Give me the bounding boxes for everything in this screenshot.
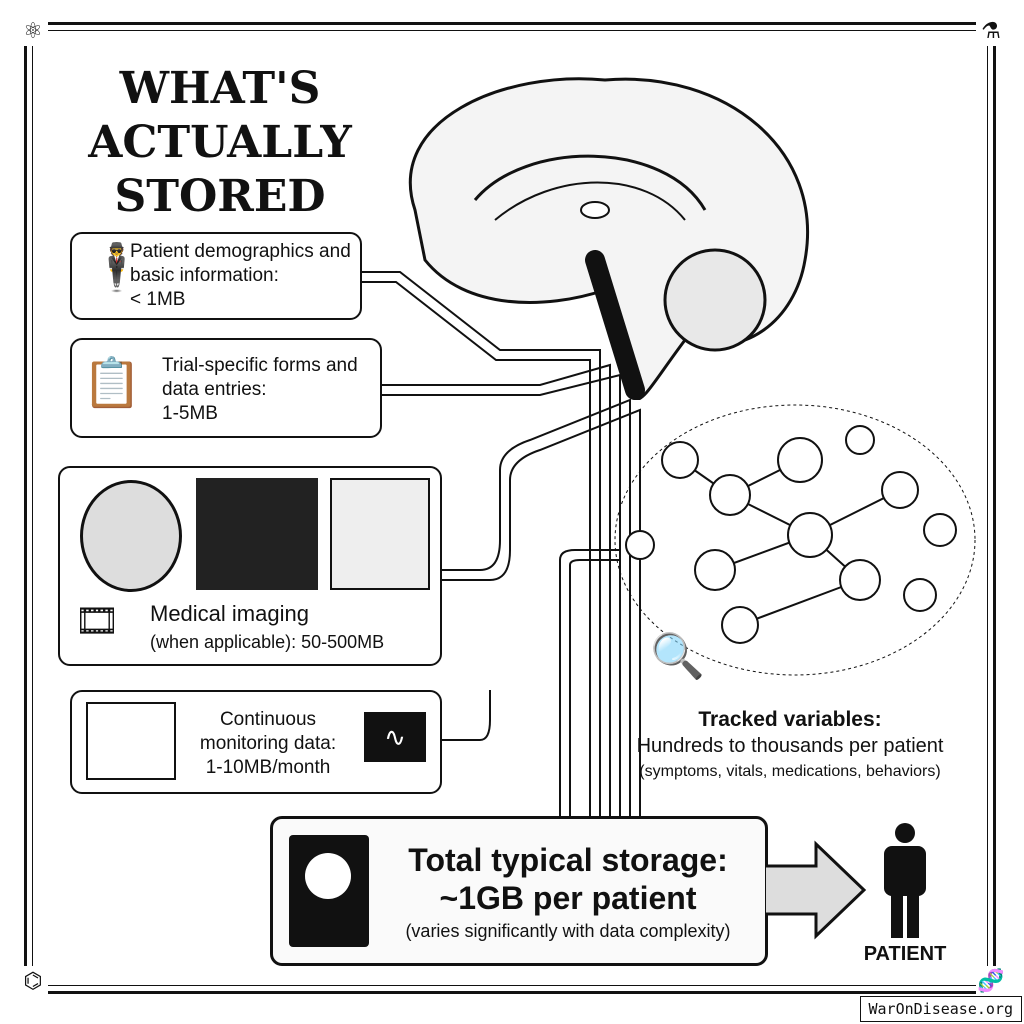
total-line2: ~1GB per patient [439, 880, 697, 916]
imaging-card: 🎞 Medical imaging (when applicable): 50-… [58, 466, 442, 666]
patient-label: PATIENT [863, 943, 947, 965]
trial-forms-card: 📋 Trial-specific forms and data entries:… [70, 338, 382, 438]
total-storage-card: Total typical storage: ~1GB per patient … [270, 816, 768, 966]
trial-forms-label: Trial-specific forms and data entries: [162, 355, 358, 400]
watermark[interactable]: WarOnDisease.org [859, 996, 1022, 1022]
demographics-card: 🕴 Patient demographics and basic informa… [70, 232, 362, 320]
tracked-subtitle: Hundreds to thousands per patient [636, 735, 944, 757]
monitoring-value: 1-10MB/month [205, 757, 331, 778]
variables-network [614, 404, 976, 676]
molecule-icon: ⌬ [18, 966, 48, 996]
total-note: (varies significantly with data complexi… [405, 921, 731, 941]
page-title: WHAT'S ACTUALLY STORED [88, 63, 352, 222]
monitoring-label: Continuous monitoring data: [199, 709, 337, 754]
hard-drive-icon [289, 835, 369, 947]
monitor-icon: ∿ [364, 712, 426, 762]
clipboard-icon: 📋 [82, 357, 142, 410]
chest-xray-image [196, 478, 318, 590]
demographics-value: < 1MB [130, 289, 186, 310]
tracked-title: Tracked variables: [698, 708, 882, 731]
outer-frame [24, 22, 996, 994]
demographics-label: Patient demographics and basic informati… [130, 241, 351, 286]
brain-illustration [408, 77, 809, 400]
magnifier-icon: 🔍 [650, 632, 705, 681]
person-icon: 🕴 [88, 241, 146, 293]
brain-scan-image [80, 480, 182, 592]
imaging-label: Medical imaging [150, 601, 309, 626]
film-icon: 🎞 [74, 600, 120, 641]
chart-scroll-icon [86, 702, 176, 780]
flask-icon: ⚗ [976, 16, 1006, 46]
total-line1: Total typical storage: [408, 842, 728, 878]
monitoring-card: Continuous monitoring data: 1-10MB/month… [70, 690, 442, 794]
trial-forms-value: 1-5MB [162, 403, 218, 424]
arrow-icon [766, 840, 867, 940]
inner-frame [32, 30, 988, 986]
cell-slide-image [330, 478, 430, 590]
tracked-note: (symptoms, vitals, medications, behavior… [639, 763, 941, 780]
patient-icon [884, 823, 926, 938]
atom-icon: ⚛ [18, 16, 48, 46]
dna-icon: 🧬 [976, 966, 1006, 996]
imaging-note: (when applicable): 50-500MB [150, 632, 385, 652]
